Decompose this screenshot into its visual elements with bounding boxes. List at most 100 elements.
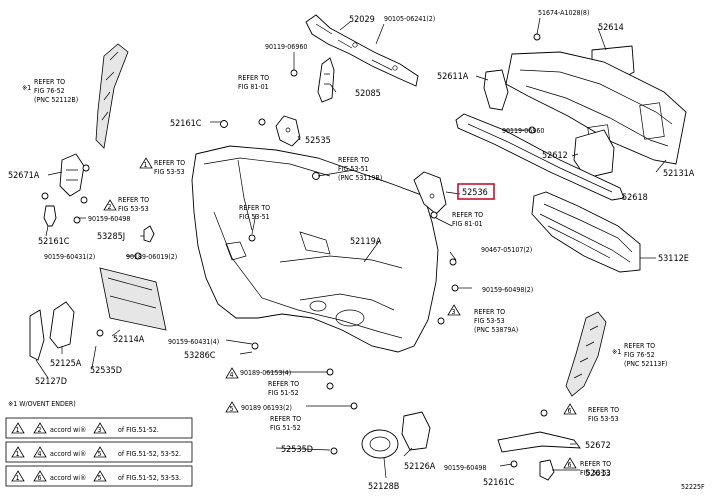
svg-text:FIG 76-52: FIG 76-52 [624, 351, 655, 359]
svg-text:3: 3 [452, 308, 456, 316]
refer-fig81a: REFER TO FIG 81-01 [238, 74, 269, 91]
label-52085: 52085 [355, 89, 381, 99]
svg-text:FIG 53-53: FIG 53-53 [154, 168, 185, 176]
svg-text:FIG 53-51: FIG 53-51 [338, 165, 369, 173]
part-52131a-reinforcement [505, 51, 687, 165]
label-52161c-bot: 52161C [483, 478, 515, 488]
svg-text:6: 6 [38, 474, 42, 482]
refer-fig5152: REFER TO FIG 51-52 [268, 380, 299, 397]
label-52114a: 52114A [113, 335, 145, 345]
triangle-4-a [225, 367, 239, 379]
legend-title: ※1 W/OVENT ENDER) [8, 400, 76, 408]
triangle-5-a [225, 401, 239, 413]
refer-notes: ※1 REFER TO FIG 76-52 (PNC 52112B) REFER… [22, 74, 667, 477]
figure-code: 52225F [681, 483, 705, 491]
svg-text:5: 5 [98, 474, 102, 482]
label-52535: 52535 [305, 136, 331, 146]
label-52671a: 52671A [8, 171, 40, 181]
label-52131a: 52131A [663, 169, 695, 179]
refer-fig5353d: REFER TO FIG 53-53 [588, 406, 619, 423]
refer-fig5353b: REFER TO FIG 53-53 [118, 196, 149, 213]
label-52161c-left: 52161C [38, 237, 70, 247]
svg-text:REFER TO: REFER TO [624, 342, 655, 350]
svg-text:REFER TO: REFER TO [580, 460, 611, 468]
label-90159c: 90159-60498(2) [482, 286, 533, 294]
svg-text:FIG 51-52: FIG 51-52 [268, 389, 299, 397]
svg-text:1: 1 [144, 161, 148, 169]
part-fender-extension-right [565, 311, 607, 397]
part-fender-extension-left [95, 43, 129, 149]
svg-text:accord wi®: accord wi® [50, 426, 86, 434]
label-51674: 51674-A1028(8) [538, 9, 589, 17]
label-52535d-b: 52535D [281, 445, 313, 455]
svg-text:2: 2 [38, 426, 42, 434]
svg-text:(PNC 53879A): (PNC 53879A) [474, 326, 518, 334]
svg-text:2: 2 [108, 203, 112, 211]
label-52613: 52613 [585, 469, 611, 479]
svg-text:FIG 53-53: FIG 53-53 [118, 205, 149, 213]
part-52161c-clip-left [43, 205, 57, 227]
refer-fig5353a: REFER TO FIG 53-53 [154, 159, 185, 176]
triangle-2-a [103, 199, 117, 211]
label-52612: 52612 [542, 151, 568, 161]
refer-fig76-left: REFER TO FIG 76-52 (PNC 52112B) [34, 78, 78, 104]
highlight-52536 [457, 183, 495, 200]
part-53112e-lower-grille [531, 191, 641, 273]
part-52161c-clip-bottom [539, 459, 555, 481]
label-52029: 52029 [349, 15, 375, 25]
refer-fig5152b: REFER TO FIG 51-52 [270, 415, 301, 432]
part-52127d-bracket [29, 309, 45, 361]
svg-text:3: 3 [98, 426, 102, 434]
svg-text:5: 5 [98, 450, 102, 458]
part-52612-absorber [573, 129, 615, 179]
svg-text:5: 5 [230, 405, 234, 413]
svg-text:REFER TO: REFER TO [270, 415, 301, 423]
svg-text:1: 1 [16, 474, 20, 482]
svg-text:FIG 51-52: FIG 51-52 [270, 424, 301, 432]
svg-text:REFER TO: REFER TO [474, 308, 505, 316]
refer-fig5353e: REFER TO FIG 53-53 [580, 460, 611, 477]
part-52128b-fog-cover [361, 429, 399, 459]
part-52671a-bracket [59, 153, 85, 197]
part-52126a-bracket [401, 411, 431, 451]
svg-text:6: 6 [568, 407, 572, 415]
label-52536: 52536 [462, 188, 488, 198]
part-52535-bracket [275, 115, 301, 147]
label-90159a: 90159-60498 [88, 215, 130, 223]
label-52535d: 52535D [90, 366, 122, 376]
label-52618: 52618 [622, 193, 648, 203]
triangle-1-a [139, 157, 153, 169]
refer-fig5351a: REFER TO FIG 53-51 (PNC 53119B) [338, 156, 382, 182]
triangle-6-b [563, 457, 577, 469]
leader-lines [35, 17, 667, 479]
svg-text:REFER TO: REFER TO [34, 78, 65, 86]
label-52127d: 52127D [35, 377, 67, 387]
svg-text:FIG 53-53: FIG 53-53 [580, 469, 611, 477]
part-52085-bracket [317, 57, 335, 103]
svg-text:REFER TO: REFER TO [238, 74, 269, 82]
label-52161c-top: 52161C [170, 119, 202, 129]
part-53285j-clip [143, 225, 155, 243]
triangle-6-a [563, 403, 577, 415]
svg-text:(PNC 52113F): (PNC 52113F) [624, 360, 667, 368]
note-mark-right: ※1 [612, 348, 621, 356]
refer-fig81b: REFER TO FIG 81-01 [452, 211, 483, 228]
part-52672-bracket [497, 431, 581, 453]
label-52119a: 52119A [350, 237, 382, 247]
svg-text:FIG 53-51: FIG 53-51 [239, 213, 270, 221]
label-90119a: 90119-06960 [265, 43, 307, 51]
label-90105: 90105-06241(2) [384, 15, 435, 23]
svg-text:4: 4 [38, 450, 42, 458]
label-90189a: 90189-06019(2) [126, 253, 177, 261]
part-52536-bracket [413, 171, 447, 215]
part-52029-retainer [305, 14, 419, 87]
svg-text:REFER TO: REFER TO [338, 156, 369, 164]
svg-text:FIG 81-01: FIG 81-01 [238, 83, 269, 91]
legend: ※1 W/OVENT ENDER) 1 2 accord wi® 3 of FI… [5, 400, 193, 487]
label-52672: 52672 [585, 441, 611, 451]
label-90189c: 90189 06193(2) [241, 404, 292, 412]
svg-text:REFER TO: REFER TO [452, 211, 483, 219]
part-52119a-bumper-cover [191, 145, 439, 353]
note-mark-left: ※1 [22, 84, 31, 92]
